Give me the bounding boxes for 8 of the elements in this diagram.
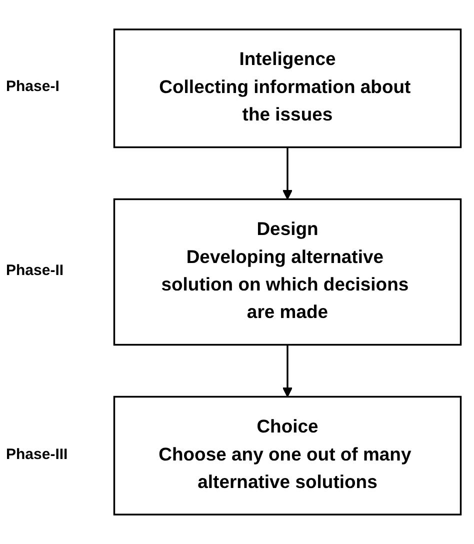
arrow	[282, 344, 293, 398]
phase-label: Phase-II	[6, 262, 64, 279]
node-box: Choice Choose any one out of many alternative solutions	[113, 396, 462, 516]
arrow	[282, 147, 293, 200]
node-box: Inteligence Collecting information about the issues	[113, 28, 462, 148]
phase-label: Phase-I	[6, 78, 60, 96]
phase-label: Phase-III	[6, 446, 68, 463]
node-box: Design Developing alternative solution on which decisions are made	[113, 198, 462, 346]
